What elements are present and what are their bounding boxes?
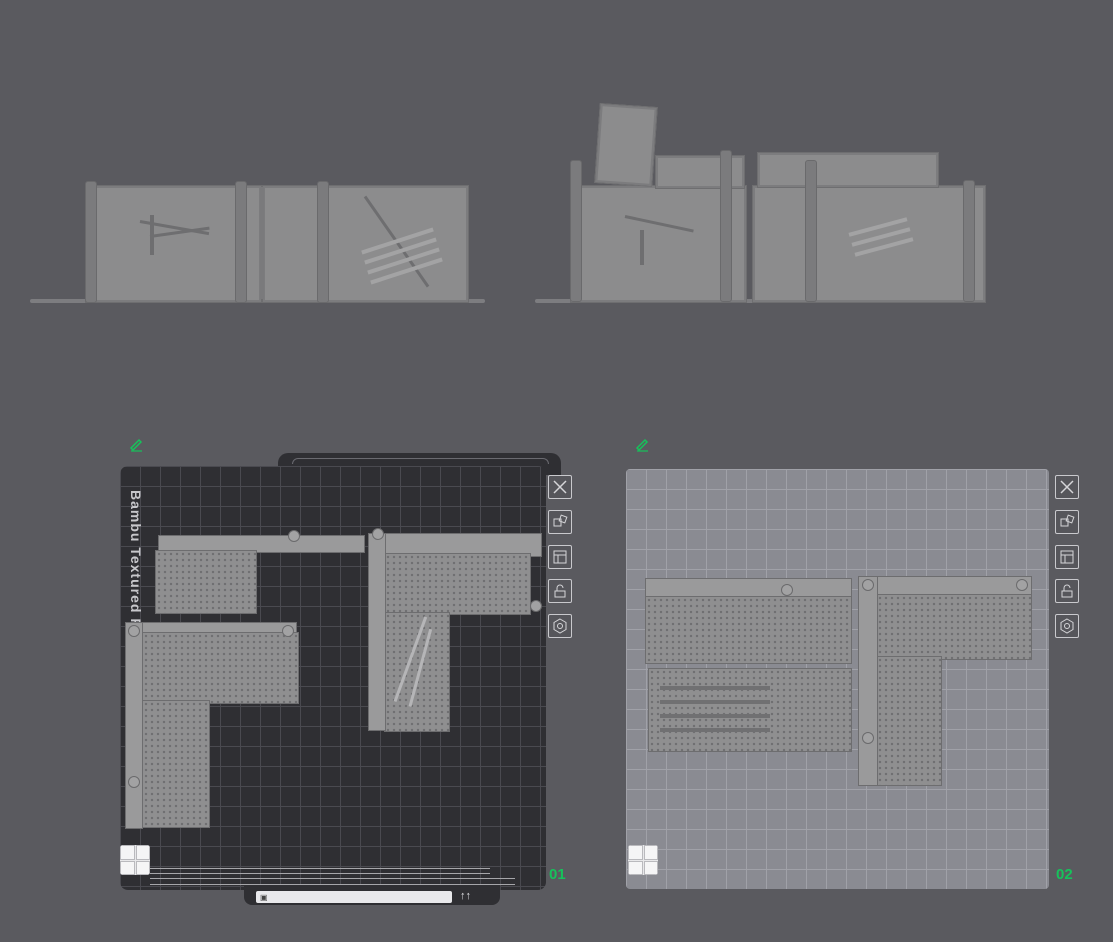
stripe [660, 714, 770, 718]
post [963, 180, 975, 302]
stripe [660, 686, 770, 690]
close-icon [1060, 480, 1074, 494]
model-part[interactable] [142, 700, 210, 828]
gear-icon [1060, 618, 1074, 634]
post [85, 181, 97, 303]
post [235, 181, 247, 303]
close-icon [553, 480, 567, 494]
wall-segment [752, 185, 986, 303]
model-part[interactable] [876, 594, 1032, 660]
arrange-button[interactable] [1055, 510, 1079, 534]
layout-icon [1060, 550, 1074, 564]
view-cube[interactable] [120, 845, 150, 875]
lock-icon [1061, 584, 1073, 598]
model-preview-left [30, 175, 490, 310]
layout-icon [553, 550, 567, 564]
bed-line [150, 868, 490, 869]
post [720, 150, 732, 302]
lock-icon [554, 584, 566, 598]
model-knob [288, 530, 300, 542]
wall-segment [594, 103, 658, 187]
stripe [660, 700, 770, 704]
model-part[interactable] [648, 668, 852, 752]
layout-button[interactable] [548, 545, 572, 569]
settings-button[interactable] [1055, 614, 1079, 638]
model-knob [530, 600, 542, 612]
settings-button[interactable] [548, 614, 572, 638]
nozzle-icons: ↑↑ [460, 890, 471, 902]
edit-icon[interactable] [634, 436, 650, 452]
slash-mark [640, 230, 644, 265]
stripe [660, 728, 770, 732]
model-knob [781, 584, 793, 596]
close-button[interactable] [548, 475, 572, 499]
arrange-icon [553, 514, 568, 527]
gear-icon [553, 618, 567, 634]
model-preview-right [535, 100, 995, 310]
crack [260, 187, 264, 299]
post [317, 181, 329, 303]
arrange-button[interactable] [548, 510, 572, 534]
model-part[interactable] [368, 533, 386, 731]
model-knob [128, 625, 140, 637]
wall-segment [262, 185, 469, 303]
model-part[interactable] [858, 576, 878, 786]
model-part[interactable] [876, 656, 942, 786]
status-icon: ▣ [260, 892, 268, 902]
model-knob [282, 625, 294, 637]
lock-button[interactable] [548, 579, 572, 603]
model-part[interactable] [158, 535, 365, 553]
plate-number: 02 [1056, 866, 1073, 883]
model-knob [862, 732, 874, 744]
model-part[interactable] [155, 550, 257, 614]
plate-number: 01 [549, 866, 566, 883]
plate-tab-outline [292, 458, 549, 464]
view-cube[interactable] [628, 845, 658, 875]
arrange-icon [1060, 514, 1075, 527]
edit-icon[interactable] [128, 436, 144, 452]
lock-button[interactable] [1055, 579, 1079, 603]
plate-status-bar: ▣ [256, 891, 452, 903]
post [570, 160, 582, 302]
model-part[interactable] [645, 596, 852, 664]
model-knob [128, 776, 140, 788]
close-button[interactable] [1055, 475, 1079, 499]
layout-button[interactable] [1055, 545, 1079, 569]
bed-line [150, 878, 515, 879]
plate-type-label: Bambu Textured P [128, 490, 144, 629]
model-part[interactable] [125, 622, 143, 829]
model-part[interactable] [142, 632, 299, 704]
bed-line [150, 884, 515, 885]
bed-line [150, 873, 490, 874]
wall-segment [757, 152, 939, 188]
post [805, 160, 817, 302]
model-part[interactable] [384, 553, 531, 615]
model-knob [372, 528, 384, 540]
model-knob [862, 579, 874, 591]
wall-segment [570, 185, 747, 303]
model-knob [1016, 579, 1028, 591]
slash-mark [150, 215, 154, 255]
